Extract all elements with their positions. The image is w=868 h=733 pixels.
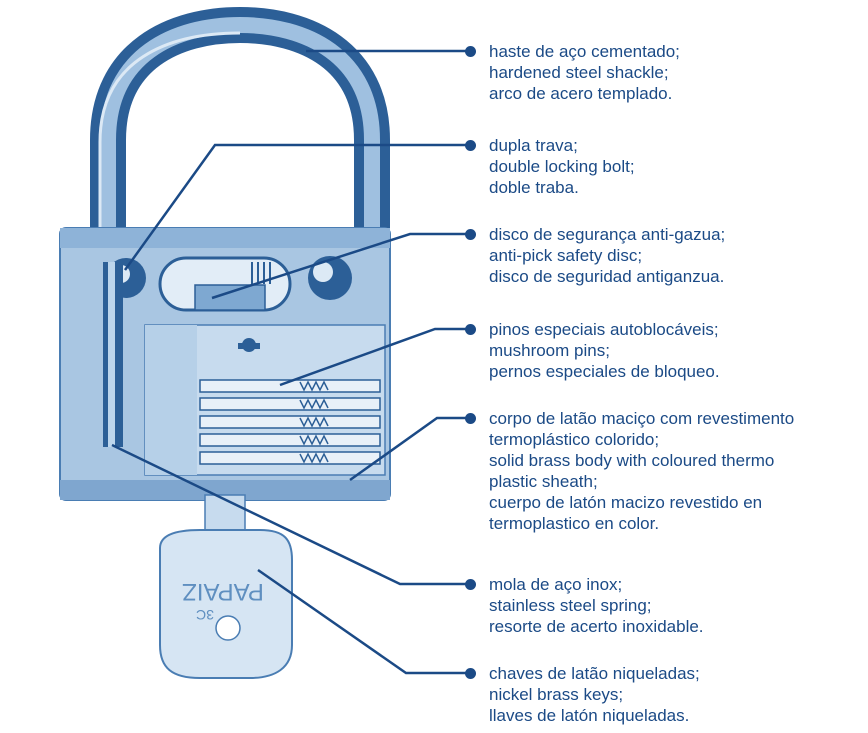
callout-dot <box>465 229 476 240</box>
callout-dot <box>465 324 476 335</box>
callout-line: dupla trava; <box>489 136 578 155</box>
callout-line: anti-pick safety disc; <box>489 246 643 265</box>
padlock-body <box>59 227 391 501</box>
leader-double-bolt <box>123 143 470 271</box>
callout-line: doble traba. <box>489 178 579 197</box>
callout-double-bolt: dupla trava; double locking bolt; doble … <box>489 135 635 198</box>
callout-keys: chaves de latão niqueladas; nickel brass… <box>489 663 700 726</box>
callout-line: stainless steel spring; <box>489 596 652 615</box>
callout-spring: mola de aço inox; stainless steel spring… <box>489 574 704 637</box>
callout-line: plastic sheath; <box>489 472 598 491</box>
callout-line: hardened steel shackle; <box>489 63 669 82</box>
callout-safety-disc: disco de segurança anti-gazua; anti-pick… <box>489 224 725 287</box>
callout-dot <box>465 579 476 590</box>
callout-line: double locking bolt; <box>489 157 635 176</box>
callout-line: haste de aço cementado; <box>489 42 680 61</box>
leader-brass-body <box>349 416 470 482</box>
leader-keys <box>257 568 470 675</box>
callout-brass-body: corpo de latão maciço com revestimento t… <box>489 408 794 534</box>
shackle-illustration <box>90 6 390 262</box>
callout-line: llaves de latón niqueladas. <box>489 706 690 725</box>
callout-line: disco de segurança anti-gazua; <box>489 225 726 244</box>
callout-line: cuerpo de latón macizo revestido en <box>489 493 763 512</box>
callout-line: solid brass body with coloured thermo <box>489 451 775 470</box>
callout-dot <box>465 46 476 57</box>
leader-spring <box>111 443 470 586</box>
callout-line: resorte de acerto inoxidable. <box>489 617 704 636</box>
callout-line: termoplastico en color. <box>489 514 660 533</box>
callout-dot <box>465 140 476 151</box>
callout-line: termoplástico colorido; <box>489 430 660 449</box>
leader-safety-disc <box>211 232 470 300</box>
leader-lines <box>111 49 470 675</box>
key-number-text: 3C <box>196 607 214 623</box>
callout-line: corpo de latão maciço com revestimento <box>489 409 795 428</box>
callout-line: mola de aço inox; <box>489 575 623 594</box>
callout-dot <box>465 668 476 679</box>
callout-shackle: haste de aço cementado; hardened steel s… <box>489 41 680 104</box>
leader-mushroom-pins <box>279 327 470 387</box>
callout-mushroom-pins: pinos especiais autoblocáveis; mushroom … <box>489 319 720 382</box>
pin-tumblers <box>199 379 381 465</box>
callout-line: disco de seguridad antiganzua. <box>489 267 725 286</box>
callout-line: pinos especiais autoblocáveis; <box>489 320 719 339</box>
key-illustration: PAPAIZ 3C <box>159 494 293 679</box>
callout-line: chaves de latão niqueladas; <box>489 664 700 683</box>
callout-dot <box>465 413 476 424</box>
callout-line: pernos especiales de bloqueo. <box>489 362 720 381</box>
callout-line: nickel brass keys; <box>489 685 624 704</box>
callout-line: arco de acero templado. <box>489 84 673 103</box>
callout-line: mushroom pins; <box>489 341 610 360</box>
key-brand-text: PAPAIZ <box>182 578 264 605</box>
